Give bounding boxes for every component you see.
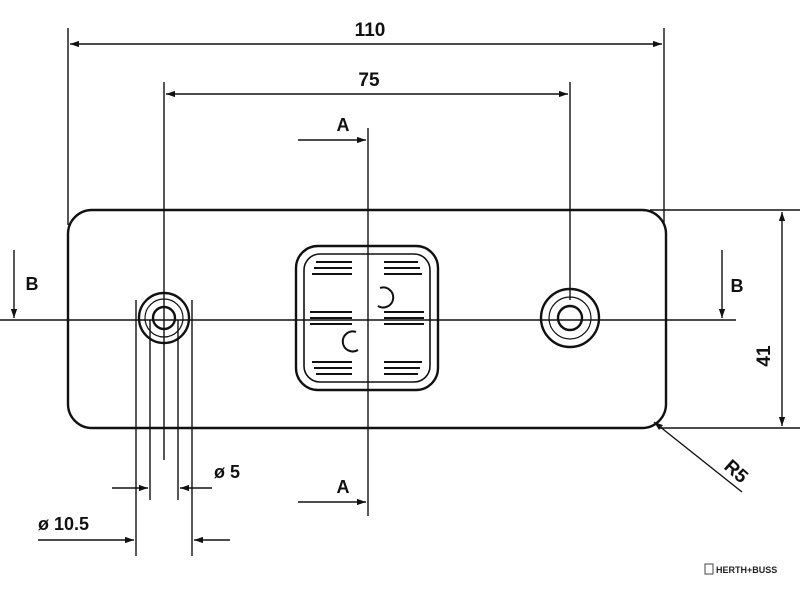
section-b-left-label: B [26, 274, 39, 294]
dimension-hole-spacing: 75 [163, 70, 571, 460]
central-lens [294, 244, 440, 392]
radius-r5-label: R5 [720, 456, 752, 488]
dimension-radius: R5 [653, 421, 752, 493]
dimension-hole-diameters: ø 5 ø 10.5 [38, 300, 240, 556]
mounting-hole-right [539, 287, 601, 349]
section-line-b: B B [0, 250, 744, 321]
section-a-top-label: A [337, 115, 350, 135]
section-a-bottom-label: A [337, 477, 350, 497]
lens-screw-mark-lower [341, 330, 359, 353]
dimension-110-label: 110 [355, 20, 386, 41]
mounting-hole-left [137, 291, 191, 345]
section-line-a: A A [298, 115, 369, 516]
brand-mark-label: HERTH+BUSS [716, 565, 777, 575]
section-b-right-label: B [731, 276, 744, 296]
hole-diameter-5-label: ø 5 [214, 462, 240, 482]
hole-diameter-10-5-label: ø 10.5 [38, 514, 89, 534]
lens-screw-mark-upper [377, 286, 395, 309]
lens-ribs-top [312, 261, 422, 275]
plate-outline [66, 208, 668, 430]
dimension-overall-length: 110 [67, 20, 665, 225]
lens-ribs-middle [310, 311, 424, 325]
lens-ribs-bottom [312, 361, 422, 375]
dimension-75-label: 75 [358, 70, 380, 91]
dimension-height: 41 [650, 209, 800, 429]
brand-mark: HERTH+BUSS [704, 563, 777, 575]
brand-logo-icon [704, 563, 714, 575]
dimension-41-label: 41 [754, 345, 775, 367]
